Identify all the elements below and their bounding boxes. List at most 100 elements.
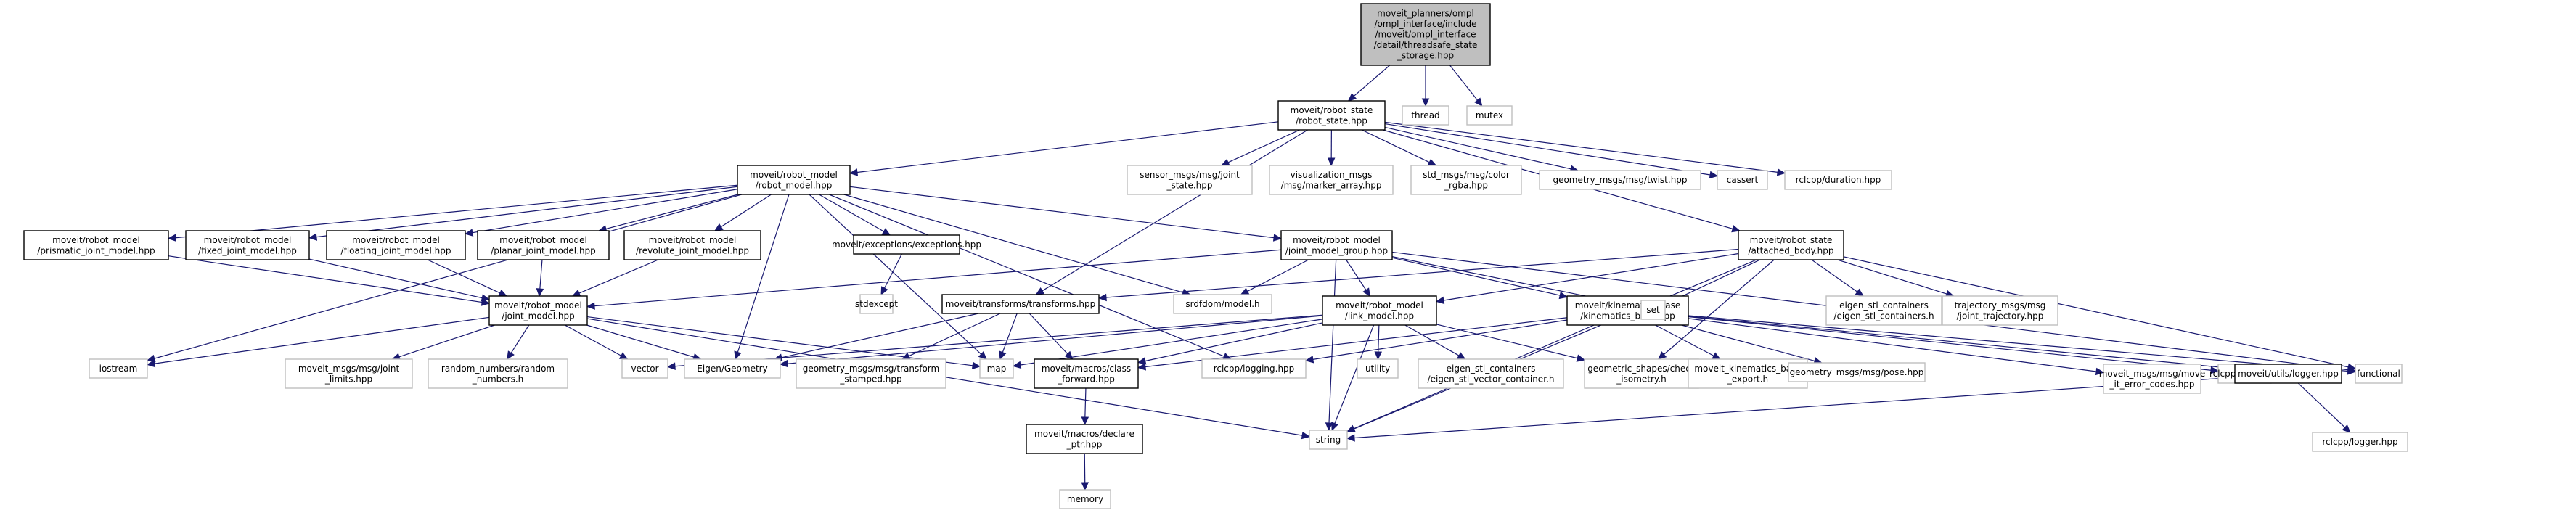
arrowhead-icon <box>1657 351 1667 360</box>
arrowhead-icon <box>481 294 491 302</box>
arrowhead-icon <box>146 354 156 363</box>
node-label: moveit/robot_model <box>1336 300 1423 311</box>
edge-line <box>564 324 622 356</box>
edge-line <box>1105 248 1739 298</box>
node-set: set <box>1640 300 1666 320</box>
edge-robot_model-to-rclcpp_logging <box>829 194 1232 360</box>
node-label: _forward.hpp <box>1057 374 1115 384</box>
node-label: _limits.hpp <box>324 374 372 384</box>
arrowhead-icon <box>1220 158 1230 166</box>
edge-line <box>1084 387 1087 418</box>
edge-robot_model-to-joint_model_group <box>849 186 1283 242</box>
edge-planar-to-joint_model <box>536 259 544 297</box>
arrowhead-icon <box>1421 98 1430 107</box>
node-label: moveit_kinematics_base <box>1694 364 1801 374</box>
node-fixed[interactable]: moveit/robot_model/fixed_joint_model.hpp <box>185 230 310 260</box>
edge-line <box>1404 324 1460 356</box>
edge-line <box>809 194 982 355</box>
edge-joint_model-to-iostream <box>146 316 490 368</box>
node-robot-state[interactable]: moveit/robot_state/robot_state.hpp <box>1277 100 1386 131</box>
node-check-isometry: geometric_shapes/check_isometry.h <box>1584 358 1699 389</box>
node-error-codes: moveit_msgs/msg/move_it_error_codes.hpp <box>2099 364 2205 394</box>
node-prismatic[interactable]: moveit/robot_model/prismatic_joint_model… <box>23 230 169 260</box>
node-label: eigen_stl_containers <box>1839 300 1929 311</box>
node-label: moveit/robot_model <box>52 235 140 245</box>
node-box <box>2234 364 2342 384</box>
node-label: moveit/transforms/transforms.hpp <box>946 299 1095 309</box>
edge-robot_state-to-sensor_joint_state <box>1220 129 1300 166</box>
node-label: geometry_msgs/msg/transform <box>803 364 939 374</box>
node-exceptions[interactable]: moveit/exceptions/exceptions.hpp <box>832 234 981 255</box>
node-box <box>737 165 851 195</box>
node-revolute[interactable]: moveit/robot_model/revolute_joint_model.… <box>623 230 761 260</box>
node-class-forward[interactable]: moveit/macros/class_forward.hpp <box>1034 358 1139 389</box>
node-root[interactable]: moveit_planners/ompl/ompl_interface/incl… <box>1360 3 1491 66</box>
node-label: utility <box>1365 364 1390 374</box>
node-declare-ptr[interactable]: moveit/macros/declare_ptr.hpp <box>1026 424 1143 454</box>
edge-line <box>1655 324 1714 356</box>
edge-robot_model-to-fixed <box>308 186 738 241</box>
arrowhead-icon <box>1576 354 1586 362</box>
node-label: visualization_msgs <box>1291 170 1373 180</box>
node-label: moveit/macros/declare <box>1034 429 1134 439</box>
edge-joint_model-to-joint_limits <box>391 324 495 361</box>
edge-robot_state-to-duration <box>1384 121 1786 176</box>
edge-kinematics_base-to-error_codes <box>1688 318 2105 376</box>
edge-line <box>721 194 772 228</box>
node-box <box>23 230 169 260</box>
arrowhead-icon <box>1222 353 1232 360</box>
node-label: moveit/macros/class <box>1042 364 1131 374</box>
node-box <box>89 358 148 379</box>
edge-line <box>787 315 1323 364</box>
node-box <box>941 294 1100 314</box>
node-attached-body[interactable]: moveit/robot_state/attached_body.hpp <box>1738 230 1844 260</box>
node-label: sensor_msgs/msg/joint <box>1140 170 1240 180</box>
node-label: /floating_joint_model.hpp <box>341 245 451 255</box>
edge-link_model-to-utility <box>1374 324 1383 361</box>
node-box <box>1942 295 2058 326</box>
node-kinematics-base[interactable]: moveit/kinematics_base/kinematics_base.h… <box>1566 295 1689 326</box>
node-planar[interactable]: moveit/robot_model/planar_joint_model.hp… <box>477 230 610 260</box>
node-label: /detail/threadsafe_state <box>1374 40 1478 50</box>
arrowhead-icon <box>507 350 515 361</box>
arrowhead-icon <box>1301 431 1311 440</box>
node-label: set <box>1646 305 1660 315</box>
node-label: eigen_stl_containers <box>1447 364 1536 374</box>
edge-line <box>1247 259 1309 292</box>
node-label: /joint_trajectory.hpp <box>1957 311 2044 321</box>
arrowhead-icon <box>1362 287 1371 297</box>
node-box <box>1309 430 1348 450</box>
node-transforms[interactable]: moveit/transforms/transforms.hpp <box>941 294 1100 314</box>
arrowhead-icon <box>1709 171 1719 179</box>
node-label: _state.hpp <box>1166 180 1212 190</box>
node-eigen-stl-containers: eigen_stl_containers/eigen_stl_container… <box>1825 295 1942 326</box>
arrowhead-icon <box>1325 422 1333 432</box>
edge-robot_state-to-transforms <box>1035 129 1308 295</box>
node-box <box>1059 489 1111 509</box>
node-link-model[interactable]: moveit/robot_model/link_model.hpp <box>1322 295 1437 326</box>
edge-line <box>1353 65 1391 97</box>
node-box <box>1717 170 1768 190</box>
node-robot-model[interactable]: moveit/robot_model/robot_model.hpp <box>737 165 851 195</box>
edge-kinematics_base-to-rclcpp_logging <box>1304 319 1568 364</box>
node-joint-model[interactable]: moveit/robot_model/joint_model.hpp <box>488 295 588 326</box>
edge-line <box>1837 259 1947 295</box>
node-label: /attached_body.hpp <box>1749 245 1834 255</box>
node-logger[interactable]: moveit/utils/logger.hpp <box>2234 364 2342 384</box>
node-label: geometry_msgs/msg/pose.hpp <box>1790 367 1924 377</box>
edge-joint_model-to-random_numbers <box>507 324 530 361</box>
edge-line <box>1671 259 1761 302</box>
edge-line <box>472 189 738 234</box>
node-joint-model-group[interactable]: moveit/robot_model/joint_model_group.hpp <box>1280 230 1393 260</box>
edge-joint_model-to-vector <box>564 324 629 360</box>
node-box <box>1357 358 1399 379</box>
edge-line <box>168 255 483 303</box>
node-floating[interactable]: moveit/robot_model/floating_joint_model.… <box>326 230 466 260</box>
arrowhead-icon <box>2347 367 2357 375</box>
node-label: /revolute_joint_model.hpp <box>636 245 749 255</box>
node-map: map <box>979 358 1014 379</box>
node-box <box>1788 362 1926 382</box>
node-label: /robot_state.hpp <box>1296 115 1367 126</box>
node-box <box>1640 300 1666 320</box>
node-box <box>1322 295 1437 326</box>
